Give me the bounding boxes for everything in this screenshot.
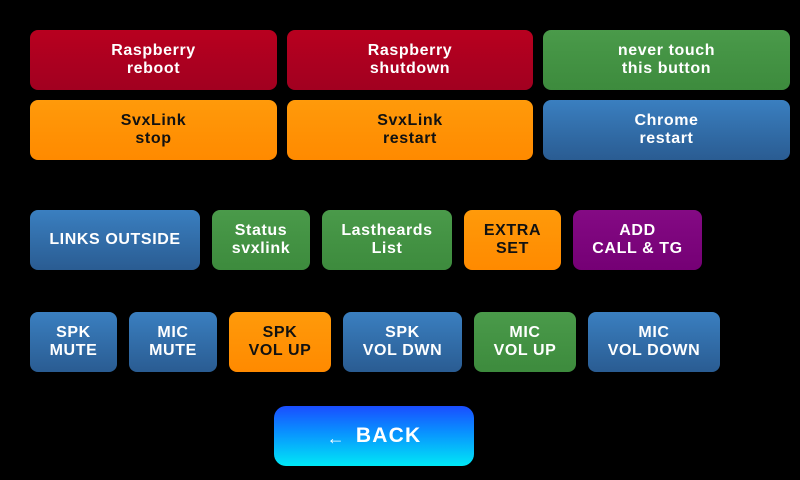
lastheards-list-button[interactable]: Lastheards List — [322, 210, 452, 270]
raspberry-shutdown-label: Raspberry shutdown — [367, 42, 453, 77]
mic-mute-label: MIC MUTE — [149, 324, 197, 359]
never-touch-label: never touch this button — [617, 42, 716, 77]
back-button[interactable]: ← BACK — [274, 406, 474, 466]
mic-volume-up-button[interactable]: MIC VOL UP — [474, 312, 576, 372]
extra-set-button[interactable]: EXTRA SET — [464, 210, 561, 270]
links-outside-button[interactable]: LINKS OUTSIDE — [30, 210, 200, 270]
chrome-restart-button[interactable]: Chrome restart — [543, 100, 790, 160]
back-label: BACK — [355, 424, 422, 447]
svxlink-restart-label: SvxLink restart — [377, 112, 443, 147]
svxlink-restart-button[interactable]: SvxLink restart — [287, 100, 533, 160]
svxlink-stop-label: SvxLink stop — [120, 112, 187, 147]
mic-volume-up-label: MIC VOL UP — [493, 324, 557, 359]
mic-mute-button[interactable]: MIC MUTE — [129, 312, 217, 372]
left-arrow-icon: ← — [326, 428, 346, 448]
speaker-mute-label: SPK MUTE — [49, 324, 98, 359]
raspberry-shutdown-button[interactable]: Raspberry shutdown — [287, 30, 533, 90]
add-call-tg-button[interactable]: ADD CALL & TG — [573, 210, 702, 270]
status-svxlink-button[interactable]: Status svxlink — [212, 210, 310, 270]
links-outside-label: LINKS OUTSIDE — [49, 231, 181, 248]
mic-volume-down-button[interactable]: MIC VOL DOWN — [588, 312, 720, 372]
speaker-volume-up-label: SPK VOL UP — [248, 324, 312, 359]
speaker-volume-down-button[interactable]: SPK VOL DWN — [343, 312, 462, 372]
never-touch-button[interactable]: never touch this button — [543, 30, 790, 90]
extra-set-label: EXTRA SET — [483, 222, 542, 257]
add-call-tg-label: ADD CALL & TG — [592, 222, 683, 257]
mic-volume-down-label: MIC VOL DOWN — [607, 324, 701, 359]
chrome-restart-label: Chrome restart — [634, 112, 699, 147]
svxlink-stop-button[interactable]: SvxLink stop — [30, 100, 277, 160]
raspberry-reboot-button[interactable]: Raspberry reboot — [30, 30, 277, 90]
speaker-mute-button[interactable]: SPK MUTE — [30, 312, 117, 372]
status-svxlink-label: Status svxlink — [231, 222, 291, 257]
speaker-volume-down-label: SPK VOL DWN — [362, 324, 443, 359]
lastheards-list-label: Lastheards List — [341, 222, 433, 257]
raspberry-reboot-label: Raspberry reboot — [111, 42, 196, 77]
speaker-volume-up-button[interactable]: SPK VOL UP — [229, 312, 331, 372]
